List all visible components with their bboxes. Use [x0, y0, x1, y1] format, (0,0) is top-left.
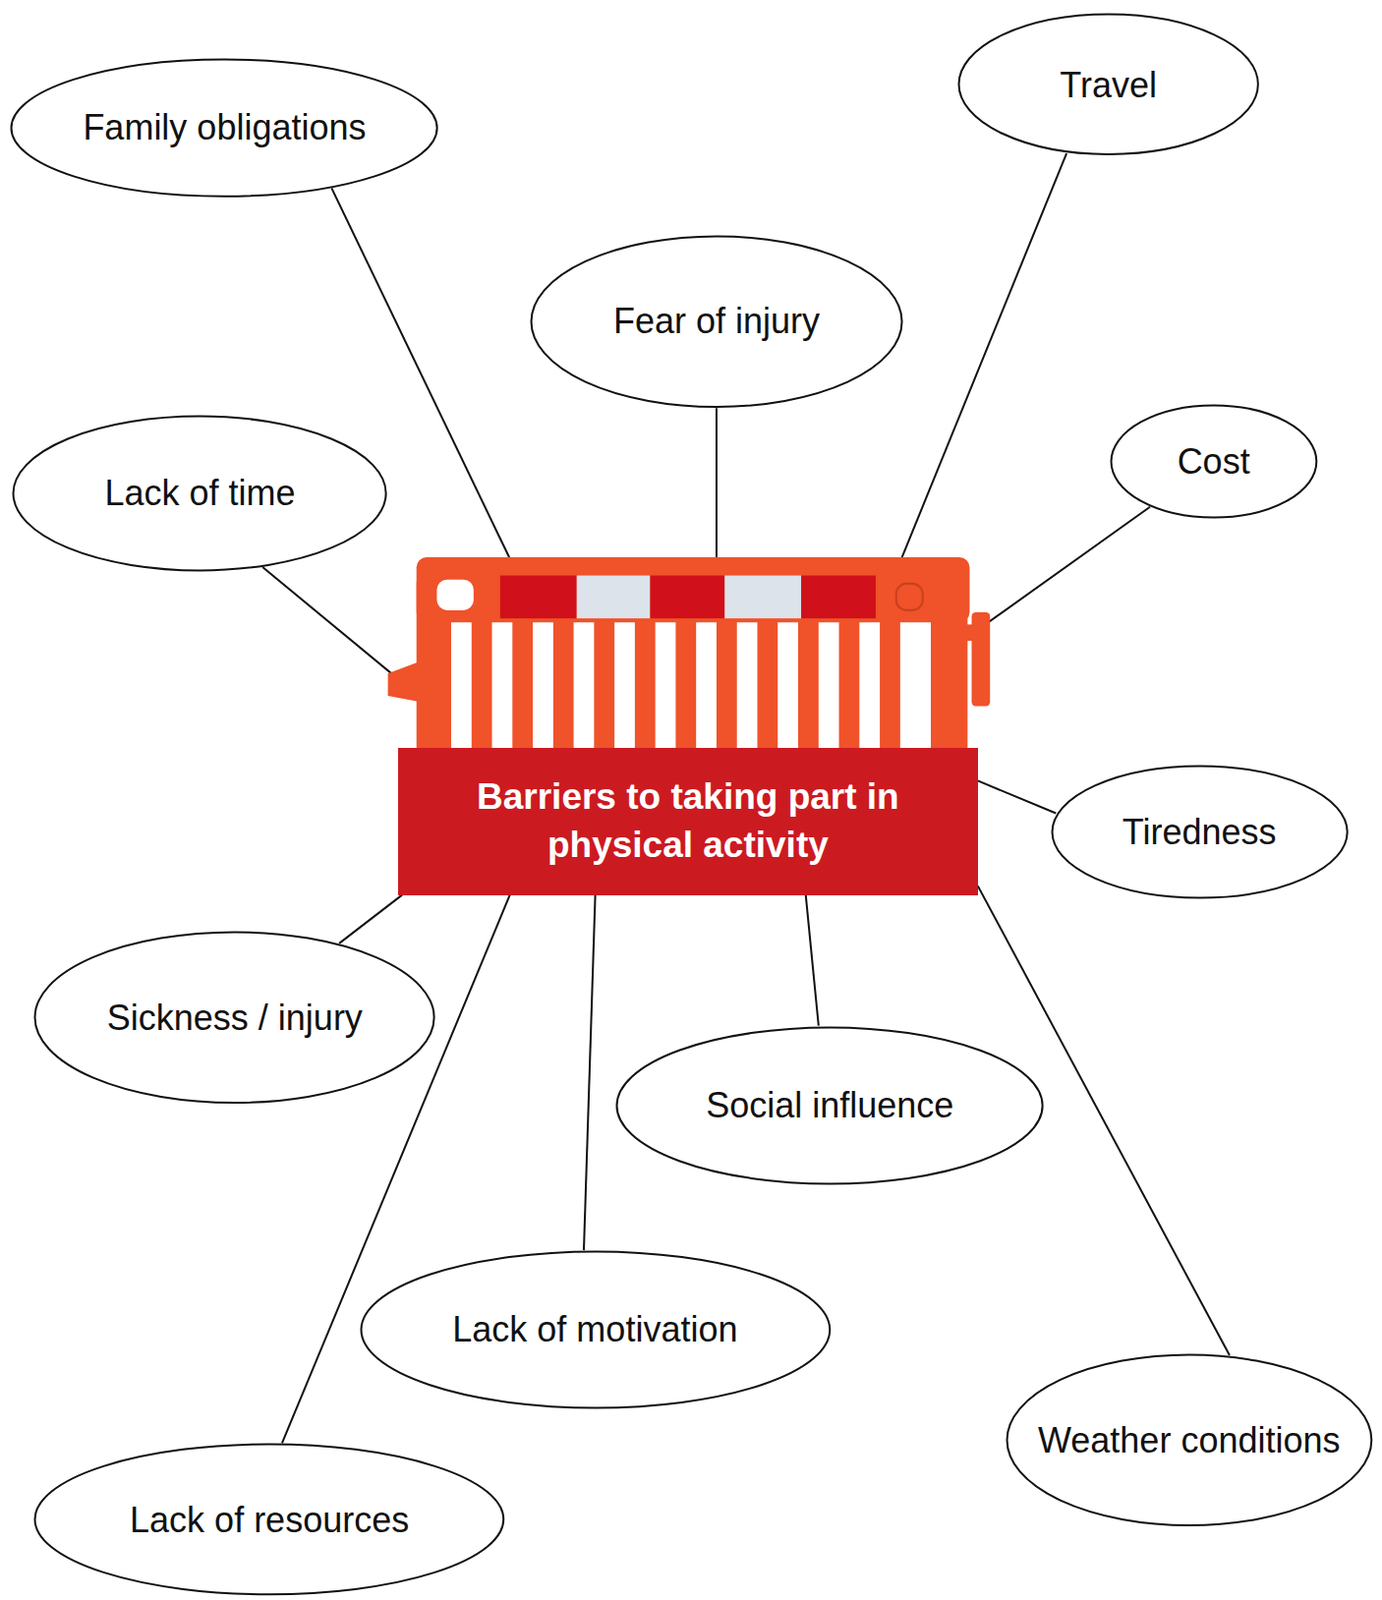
barrier-ellipse: Tiredness: [1050, 764, 1349, 900]
ellipse-shape: [959, 14, 1259, 155]
ellipse-text-group: Lack of resources: [129, 1498, 409, 1542]
barrier-label: Social influence: [705, 1084, 954, 1127]
barrier-label: Travel: [1059, 63, 1157, 107]
ellipse-text-group: Lack of time: [104, 471, 295, 515]
barrier-ellipse: Lack of resources: [33, 1442, 506, 1597]
ellipse-shape: [35, 932, 435, 1104]
barrier-label: Lack of time: [104, 471, 295, 515]
ellipse-text-group: Lack of motivation: [452, 1308, 738, 1351]
ellipse-shape: [360, 1252, 830, 1409]
barrier-ellipse: Family obligations: [9, 57, 439, 198]
ellipse-text-group: Sickness / injury: [107, 996, 363, 1039]
barrier-label: Cost: [1177, 440, 1251, 483]
central-text-group: Barriers to taking part in physical acti…: [419, 773, 957, 870]
barrier-ellipse: Fear of injury: [529, 234, 904, 409]
barrier-ellipse: Social influence: [615, 1026, 1044, 1186]
barrier-ellipse: Lack of time: [11, 414, 388, 573]
ellipse-shape: [530, 235, 902, 407]
central-title-box: Barriers to taking part in physical acti…: [398, 748, 979, 896]
ellipse-shape: [1110, 404, 1317, 518]
connector-line: [806, 895, 819, 1027]
ellipse-text-group: Fear of injury: [613, 299, 820, 343]
central-title: Barriers to taking part in physical acti…: [419, 773, 957, 870]
barrier-ellipse: Weather conditions: [1005, 1353, 1374, 1528]
barrier-ellipse: Travel: [957, 12, 1260, 156]
connector-line: [583, 895, 596, 1251]
barrier-label: Sickness / injury: [107, 996, 363, 1039]
ellipse-shape: [11, 58, 438, 196]
barrier-label: Fear of injury: [613, 299, 820, 343]
ellipse-text-group: Cost: [1177, 440, 1251, 483]
barrier-label: Tiredness: [1122, 810, 1277, 854]
barrier-label: Family obligations: [82, 106, 366, 149]
barrier-ellipse: Cost: [1109, 403, 1319, 519]
ellipse-shape: [617, 1027, 1043, 1184]
ellipse-shape: [35, 1444, 505, 1596]
ellipse-shape: [1006, 1354, 1372, 1526]
ellipse-shape: [13, 415, 387, 571]
connector-line: [978, 780, 1057, 813]
barrier-ellipse: Lack of motivation: [359, 1250, 832, 1410]
barrier-label: Lack of resources: [129, 1498, 409, 1542]
ellipse-text-group: Weather conditions: [1037, 1419, 1341, 1462]
barrier-label: Weather conditions: [1037, 1419, 1341, 1462]
barrier-label: Lack of motivation: [452, 1308, 738, 1351]
ellipse-text-group: Travel: [1059, 63, 1157, 107]
ellipse-shape: [1051, 765, 1347, 898]
connector-line: [339, 895, 403, 944]
ellipse-text-group: Family obligations: [82, 106, 366, 149]
barrier-ellipse: Sickness / injury: [33, 930, 436, 1105]
ellipse-text-group: Social influence: [705, 1084, 954, 1127]
ellipse-text-group: Tiredness: [1122, 810, 1277, 854]
